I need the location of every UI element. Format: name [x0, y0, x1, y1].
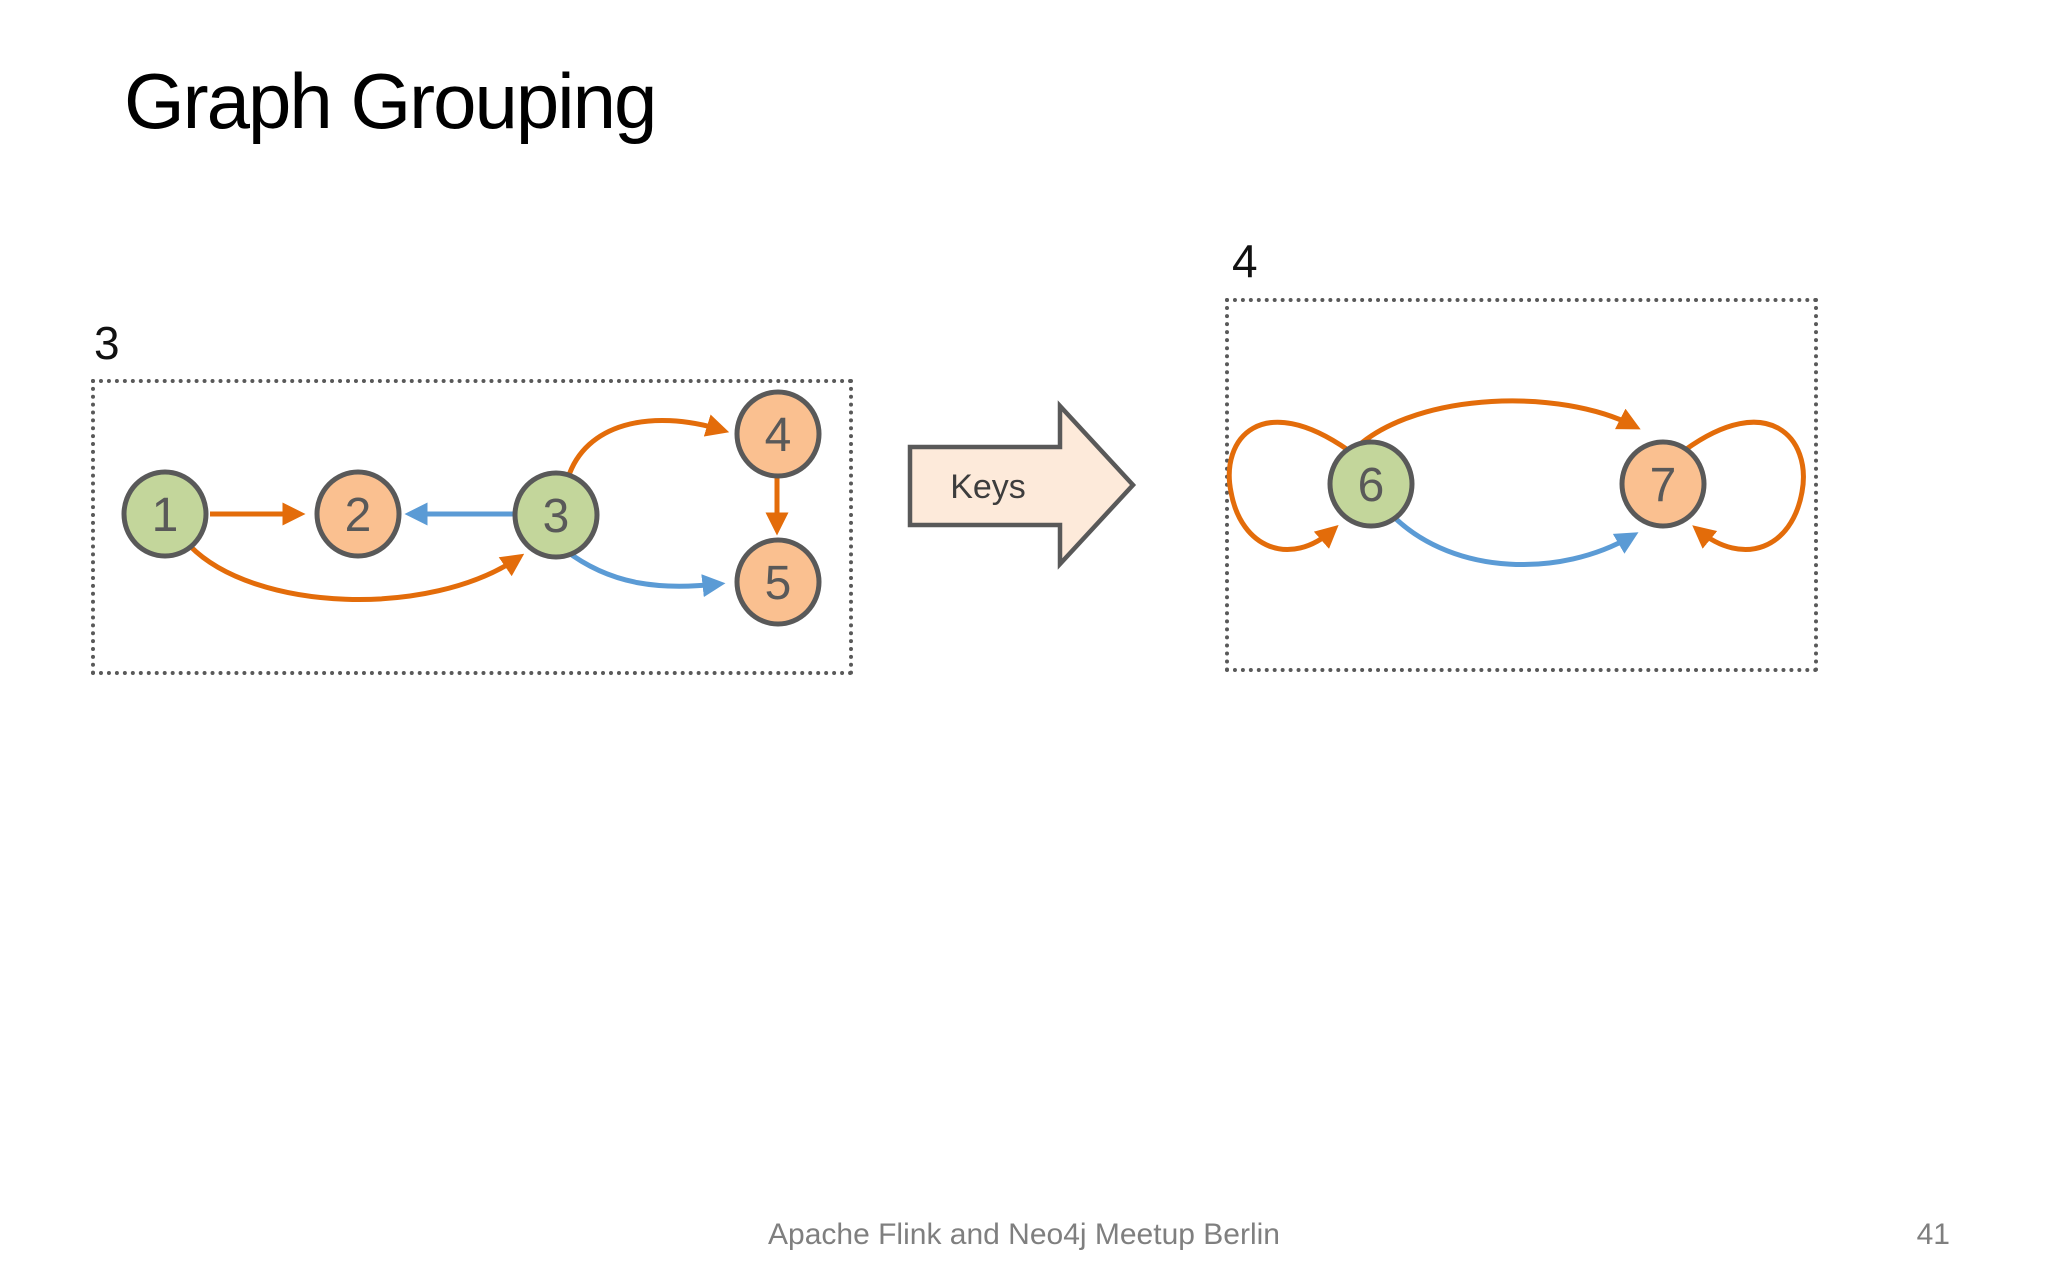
slide-title: Graph Grouping — [124, 57, 657, 145]
footer-text: Apache Flink and Neo4j Meetup Berlin — [768, 1218, 1280, 1251]
node-7: 7 — [1619, 439, 1707, 529]
left-graph-nodes: 1 2 3 4 5 — [121, 389, 822, 627]
edge-6-to-7-top — [1356, 398, 1641, 448]
keys-arrow: Keys — [907, 400, 1137, 570]
node-1-label: 1 — [152, 489, 179, 542]
node-2-circle — [314, 469, 402, 559]
node-1: 1 — [121, 469, 209, 559]
edge-3-to-4 — [565, 414, 730, 479]
node-5-label: 5 — [765, 557, 792, 610]
page-number: 41 — [1916, 1218, 1950, 1251]
node-7-label: 7 — [1650, 459, 1677, 512]
right-graph-group-label: 4 — [1232, 235, 1258, 287]
node-4-label: 4 — [765, 409, 792, 462]
right-graph-nodes: 6 7 — [1327, 439, 1707, 529]
node-3-circle — [512, 470, 600, 560]
left-graph-box — [91, 379, 853, 675]
edge-6-self-loop — [1226, 419, 1350, 552]
node-5-circle — [734, 537, 822, 627]
left-graph-edges — [188, 414, 789, 602]
right-graph-edges — [1226, 398, 1806, 567]
node-5: 5 — [734, 537, 822, 627]
node-4: 4 — [734, 389, 822, 479]
edge-1-to-3 — [188, 544, 525, 602]
node-6-circle — [1327, 439, 1415, 529]
node-2: 2 — [314, 469, 402, 559]
keys-arrow-label: Keys — [950, 468, 1026, 506]
node-1-circle — [121, 469, 209, 559]
edge-3-to-5 — [563, 548, 726, 598]
node-7-circle — [1619, 439, 1707, 529]
node-6-label: 6 — [1358, 459, 1385, 512]
node-6: 6 — [1327, 439, 1415, 529]
left-graph-group-label: 3 — [94, 317, 120, 369]
edge-7-self-loop — [1683, 419, 1806, 552]
node-3-label: 3 — [543, 490, 570, 543]
edge-6-to-7-bottom — [1393, 516, 1639, 567]
node-3: 3 — [512, 470, 600, 560]
right-graph-box — [1225, 298, 1818, 672]
node-4-circle — [734, 389, 822, 479]
node-2-label: 2 — [345, 489, 372, 542]
keys-arrow-shape — [907, 400, 1137, 570]
